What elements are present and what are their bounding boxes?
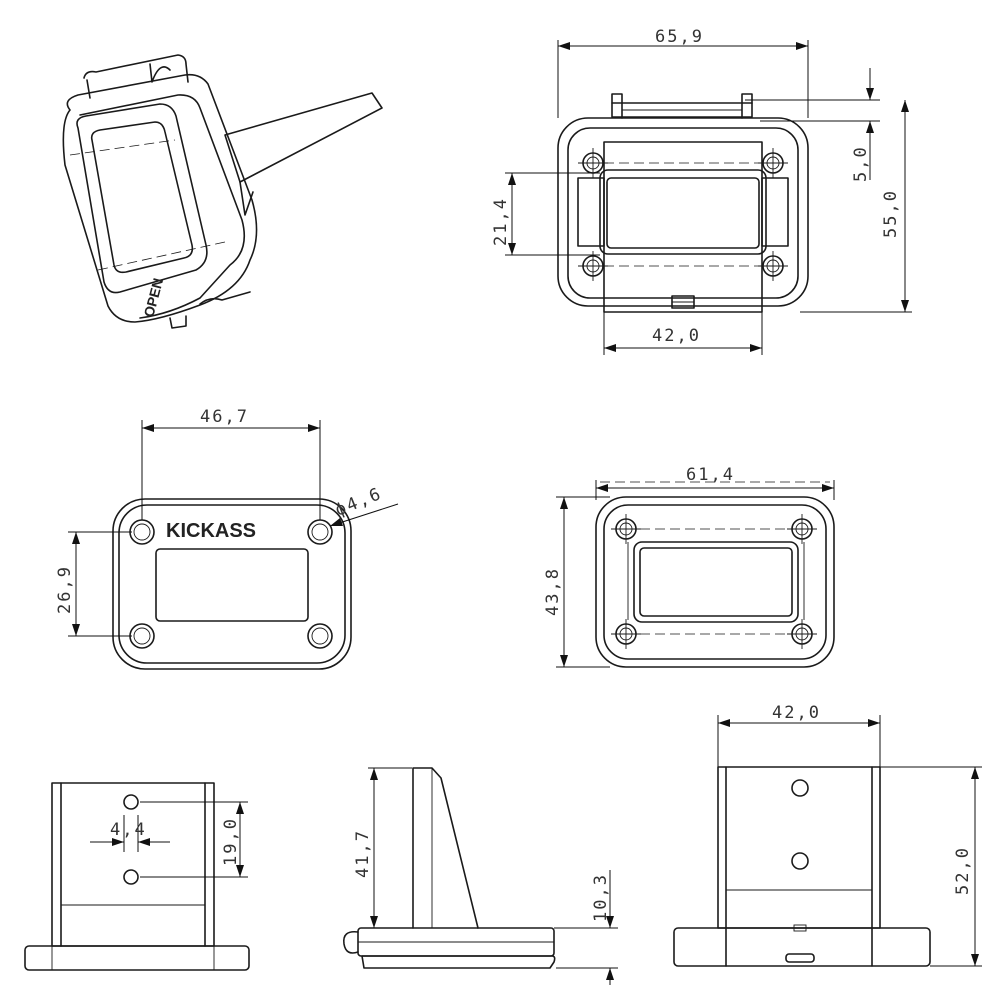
dim-hole-spacing: 26,9 xyxy=(55,565,75,614)
mount-hole-icon xyxy=(610,513,642,545)
mount-hole-icon xyxy=(610,618,642,650)
dim-plate-width: 46,7 xyxy=(200,407,249,427)
dim-bottom-width: 42,0 xyxy=(652,326,701,346)
mount-hole-icon xyxy=(129,623,155,649)
isometric-view: OPEN xyxy=(62,54,383,329)
dim-rear-height: 43,8 xyxy=(543,567,563,616)
brand-logo: KICKASS xyxy=(166,520,256,542)
bracket-side-view: 41,7 10,3 xyxy=(342,767,618,985)
mount-hole-icon xyxy=(786,618,818,650)
mount-hole-icon xyxy=(307,519,333,545)
dim-right-height: 52,0 xyxy=(953,846,973,895)
dim-side-height: 41,7 xyxy=(353,829,373,878)
mount-hole-icon xyxy=(786,513,818,545)
dim-hole-offset: 4,4 xyxy=(110,820,147,840)
open-label: OPEN xyxy=(140,276,166,318)
bracket-right-view: 42,0 52,0 xyxy=(673,703,982,967)
hole-icon xyxy=(791,852,809,870)
dim-overall-height: 55,0 xyxy=(881,189,901,238)
hole-icon xyxy=(123,869,139,885)
front-view: 65,9 5,0 55,0 21,4 42,0 xyxy=(491,27,912,355)
hole-icon xyxy=(123,794,139,810)
mount-hole-icon xyxy=(129,519,155,545)
dim-hole-pitch: 19,0 xyxy=(221,817,241,866)
mount-hole-icon xyxy=(307,623,333,649)
plate-view: KICKASS 46,7 ϕ4,6 26,9 xyxy=(55,407,399,670)
dim-flap-height: 5,0 xyxy=(851,145,871,182)
dim-window-height: 21,4 xyxy=(491,197,511,246)
hole-icon xyxy=(791,779,809,797)
dim-top-width: 65,9 xyxy=(655,27,704,47)
dim-hole-diameter: ϕ4,6 xyxy=(332,484,385,521)
dim-right-width: 42,0 xyxy=(772,703,821,723)
dim-flange-height: 10,3 xyxy=(591,873,611,922)
dim-rear-width: 61,4 xyxy=(686,465,735,485)
bracket-left-view: 4,4 19,0 xyxy=(24,782,250,971)
rear-view: 61,4 43,8 xyxy=(543,465,835,668)
